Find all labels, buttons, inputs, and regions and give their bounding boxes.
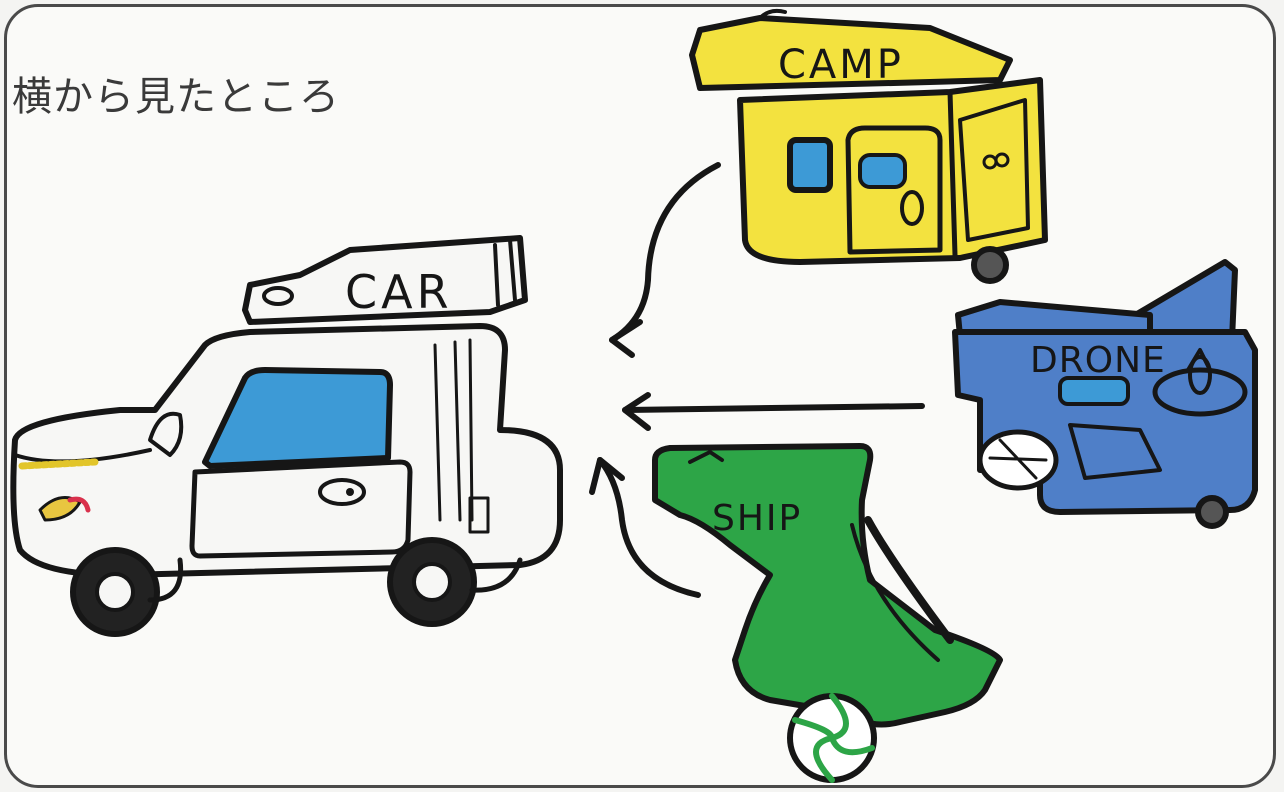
drone-module bbox=[955, 262, 1255, 526]
arrow-from-camp bbox=[612, 165, 718, 355]
car-label: CAR bbox=[345, 265, 453, 319]
car-module bbox=[13, 238, 560, 634]
drone-label: DRONE bbox=[1030, 340, 1166, 381]
camp-window-left bbox=[790, 140, 830, 190]
arrow-from-drone bbox=[625, 395, 922, 428]
camp-label: CAMP bbox=[778, 42, 904, 88]
ship-label: SHIP bbox=[712, 498, 802, 539]
ship-module bbox=[655, 446, 1000, 780]
ship-hull bbox=[655, 446, 1000, 724]
camp-wheel bbox=[974, 249, 1006, 281]
ship-wheel bbox=[790, 696, 874, 780]
drone-window bbox=[1060, 378, 1128, 404]
